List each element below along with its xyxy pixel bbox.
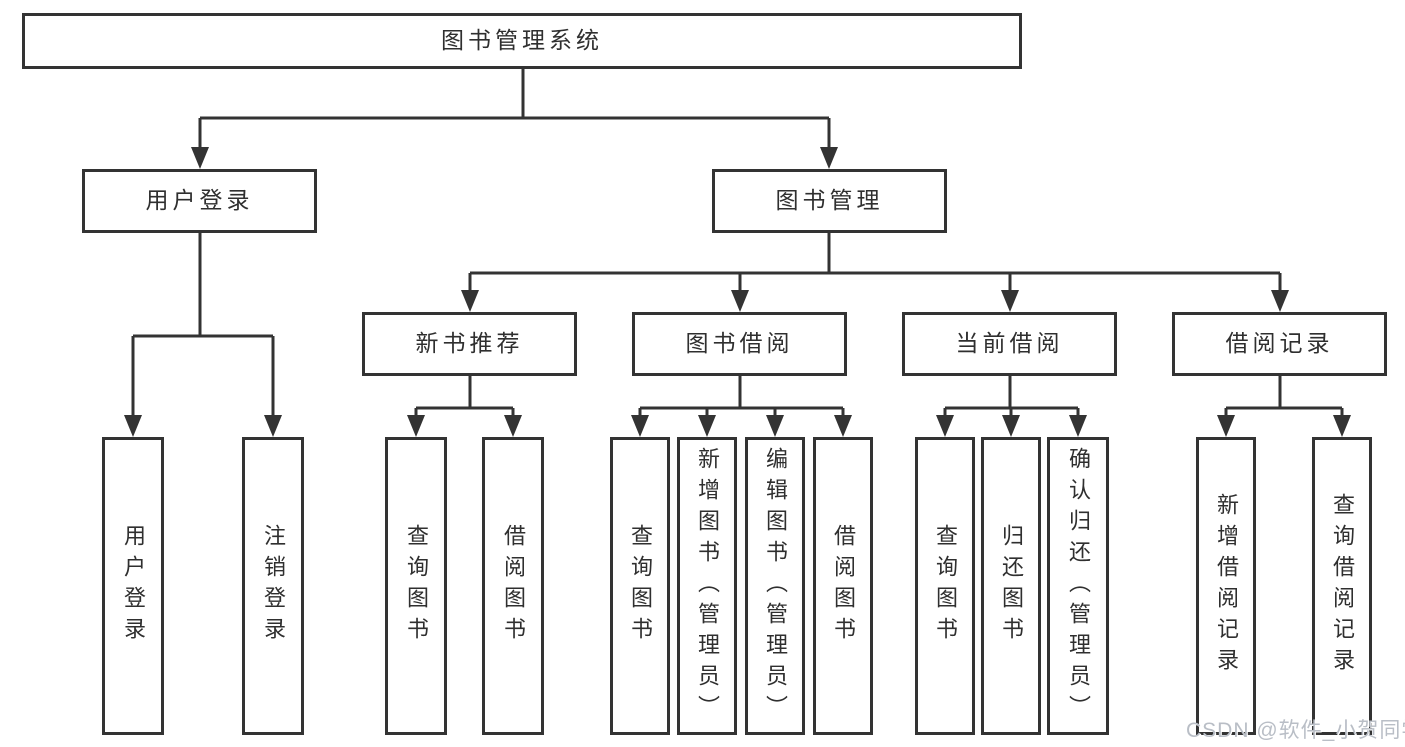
- node-user-login: 用户登录: [82, 169, 317, 233]
- node-label: 用户登录: [121, 524, 146, 648]
- node-label: 查询借阅记录: [1330, 493, 1355, 679]
- node-leaf-query-borrow-record: 查询借阅记录: [1312, 437, 1372, 735]
- node-current-borrowing: 当前借阅: [902, 312, 1117, 376]
- node-label: 图书管理: [775, 187, 884, 214]
- node-leaf-user-login: 用户登录: [102, 437, 164, 735]
- node-book-borrowing: 图书借阅: [632, 312, 847, 376]
- node-label: 图书借阅: [685, 330, 794, 357]
- node-label: 查询图书: [933, 524, 958, 648]
- node-label: 图书管理系统: [441, 27, 603, 54]
- node-borrowing-records: 借阅记录: [1172, 312, 1387, 376]
- node-leaf-edit-books-admin: 编辑图书（管理员）: [745, 437, 805, 735]
- node-label: 编辑图书（管理员）: [763, 446, 788, 726]
- node-leaf-query-books-1: 查询图书: [385, 437, 447, 735]
- node-leaf-return-books: 归还图书: [981, 437, 1041, 735]
- node-label: 借阅图书: [831, 524, 856, 648]
- node-leaf-add-borrow-record: 新增借阅记录: [1196, 437, 1256, 735]
- node-leaf-query-books-3: 查询图书: [915, 437, 975, 735]
- arrowhead-icons: [124, 147, 1351, 437]
- connector-edges: [131, 69, 1344, 416]
- node-new-book-recommendation: 新书推荐: [362, 312, 577, 376]
- node-label: 查询图书: [404, 524, 429, 648]
- node-book-management-system: 图书管理系统: [22, 13, 1022, 69]
- node-leaf-logout: 注销登录: [242, 437, 304, 735]
- node-label: 借阅图书: [501, 524, 526, 648]
- node-label: 注销登录: [261, 524, 286, 648]
- node-leaf-confirm-return-admin: 确认归还（管理员）: [1047, 437, 1109, 735]
- node-leaf-borrow-books-1: 借阅图书: [482, 437, 544, 735]
- node-label: 新增图书（管理员）: [695, 446, 720, 726]
- node-label: 查询图书: [628, 524, 653, 648]
- node-leaf-query-books-2: 查询图书: [610, 437, 670, 735]
- node-label: 借阅记录: [1225, 330, 1334, 357]
- node-book-management: 图书管理: [712, 169, 947, 233]
- node-label: 新书推荐: [415, 330, 524, 357]
- node-label: 确认归还（管理员）: [1066, 446, 1091, 726]
- node-leaf-borrow-books-2: 借阅图书: [813, 437, 873, 735]
- node-label: 新增借阅记录: [1214, 493, 1239, 679]
- csdn-watermark: CSDN @软件_小贺同学: [1186, 719, 1405, 742]
- node-label: 用户登录: [145, 187, 254, 214]
- node-label: 归还图书: [999, 524, 1024, 648]
- node-label: 当前借阅: [955, 330, 1064, 357]
- node-leaf-add-books-admin: 新增图书（管理员）: [677, 437, 737, 735]
